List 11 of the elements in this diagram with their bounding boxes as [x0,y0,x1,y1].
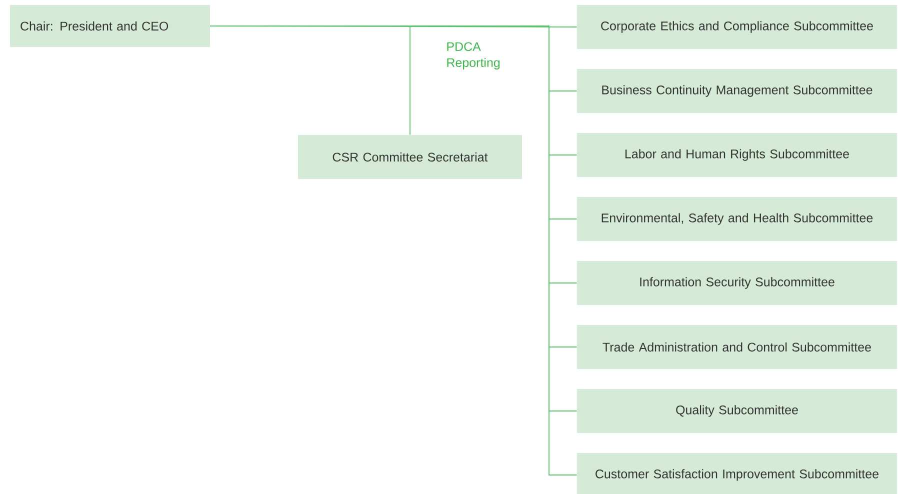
committee-box: Information Security Subcommittee [577,261,897,305]
committee-box: Business Continuity Management Subcommittee [577,69,897,113]
committee-box: Labor and Human Rights Subcommittee [577,133,897,177]
committee-box: Customer Satisfaction Improvement Subcommittee [577,453,897,494]
committee-box: Trade Administration and Control Subcommittee [577,325,897,369]
committee-box: Chair: President and CEO [10,5,210,47]
committee-box: Quality Subcommittee [577,389,897,433]
annotation-text: PDCA Reporting [447,42,500,70]
committee-box: Environmental, Safety and Health Subcommittee [577,197,897,241]
committee-box: CSR Committee Secretariat [298,135,522,179]
committee-box: Corporate Ethics and Compliance Subcommittee [577,5,897,49]
